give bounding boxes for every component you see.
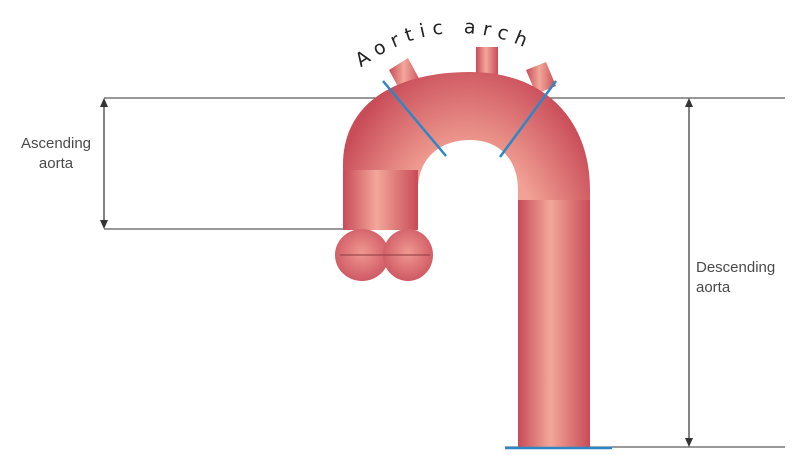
descending-aorta-label: Descending aorta [696, 258, 788, 298]
descending-highlight [518, 200, 590, 448]
descending-label-line1: Descending [696, 258, 788, 278]
ascending-label-line2: aorta [10, 154, 102, 174]
descending-arrowhead-up [685, 98, 693, 107]
ascending-arrowhead-down [100, 220, 108, 229]
aortic-arch-label-text: Aortic arch [351, 16, 537, 72]
ascending-arrowhead-up [100, 98, 108, 107]
ascending-aorta-label: Ascending aorta [10, 134, 102, 174]
descending-arrowhead-down [685, 438, 693, 447]
aortic-arch-label: Aortic arch [351, 16, 537, 72]
ascending-highlight [343, 170, 418, 230]
descending-label-line2: aorta [696, 278, 788, 298]
ascending-label-line1: Ascending [10, 134, 102, 154]
aorta-vessel [335, 72, 590, 448]
